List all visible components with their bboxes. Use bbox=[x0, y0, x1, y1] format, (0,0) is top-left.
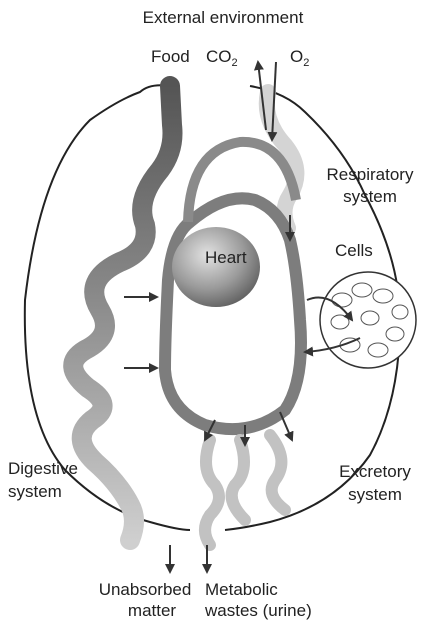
co2-text: CO bbox=[206, 47, 232, 66]
external-environment-label: External environment bbox=[143, 8, 304, 27]
respiratory-label-line1: Respiratory bbox=[327, 165, 414, 184]
heart-label: Heart bbox=[205, 248, 247, 267]
unabsorbed-label-line2: matter bbox=[128, 601, 177, 620]
co2-label: CO2 bbox=[206, 47, 238, 69]
metabolic-label-line1: Metabolic bbox=[205, 580, 278, 599]
o2-text: O bbox=[290, 47, 303, 66]
metabolic-label-line2: wastes (urine) bbox=[204, 601, 312, 620]
co2-subscript: 2 bbox=[232, 57, 238, 69]
food-label: Food bbox=[151, 47, 190, 66]
o2-subscript: 2 bbox=[303, 57, 309, 69]
cells-label: Cells bbox=[335, 241, 373, 260]
respiratory-label-line2: system bbox=[343, 187, 397, 206]
cells-group bbox=[320, 272, 416, 368]
heart-shape bbox=[172, 227, 260, 307]
cells-circle bbox=[320, 272, 416, 368]
digestive-label-line1: Digestive bbox=[8, 459, 78, 478]
excretory-label-line1: Excretory bbox=[339, 462, 411, 481]
digestive-label-line2: system bbox=[8, 482, 62, 501]
excretory-loops bbox=[205, 435, 285, 545]
unabsorbed-label-line1: Unabsorbed bbox=[99, 580, 192, 599]
o2-label: O2 bbox=[290, 47, 309, 69]
digestive-tract bbox=[73, 86, 172, 540]
excretory-label-line2: system bbox=[348, 485, 402, 504]
